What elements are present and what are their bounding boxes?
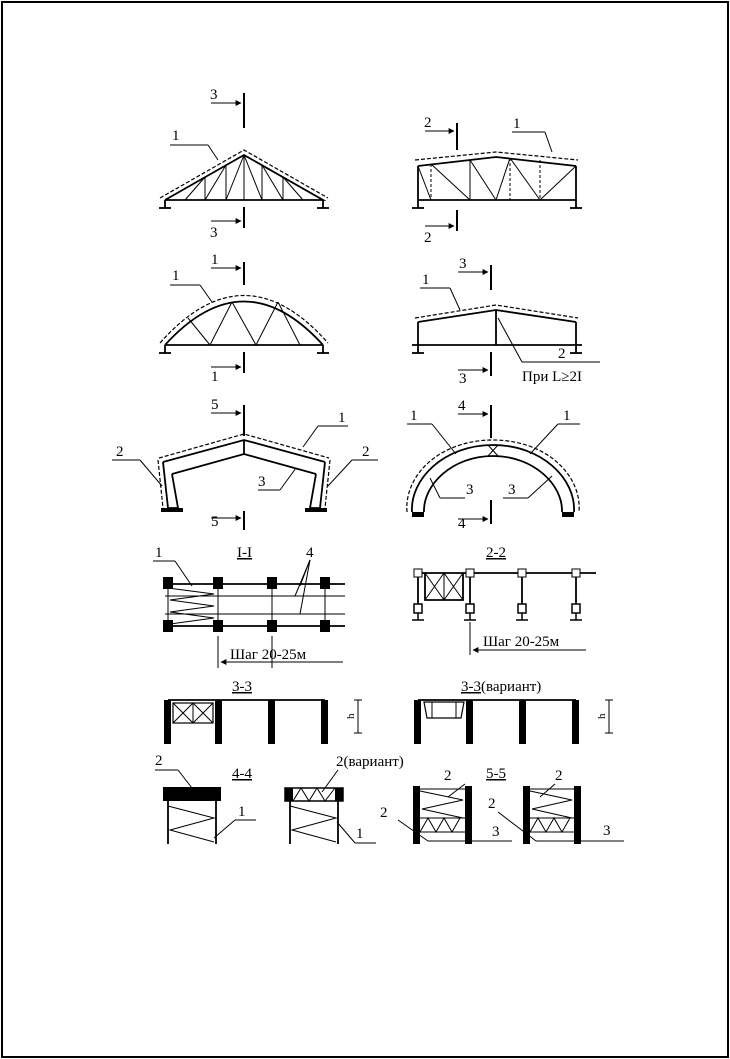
section-5-5-right-callout-3: 3 <box>603 823 611 839</box>
section-1-1-title: I-I <box>237 545 252 561</box>
section-2-2-step-label: Шаг 20-25м <box>483 634 560 650</box>
section-5-5-title: 5-5 <box>486 766 506 782</box>
fig6-section-bottom-label: 4 <box>458 516 466 532</box>
fig4-callout-2: 2 <box>558 346 566 362</box>
arch-frame: 4 4 1 1 3 3 <box>406 398 580 532</box>
section-5-5-left: 5-5 2 2 3 <box>380 766 512 844</box>
fig3-section-bottom-label: 1 <box>211 369 219 385</box>
gable-frame: 3 3 1 2 При L≥2I <box>412 256 600 387</box>
fig5-callout-3: 3 <box>258 474 266 490</box>
portal-frame: 5 5 1 2 2 3 <box>112 397 378 530</box>
section-5-5-left-callout-2-top: 2 <box>444 768 452 784</box>
fig6-callout-3-right: 3 <box>508 482 516 498</box>
fig6-callout-1-left: 1 <box>410 408 418 424</box>
section-1-1-step-label: Шаг 20-25м <box>230 647 307 663</box>
fig2-section-bottom-label: 2 <box>424 230 432 246</box>
fig3-section-top-label: 1 <box>211 252 219 268</box>
section-3-3-variant-title: 3-3(вариант) <box>461 679 541 695</box>
fig6-callout-3-left: 3 <box>466 482 474 498</box>
fig5-callout-1: 1 <box>338 410 346 426</box>
section-4-4: 4-4 2 1 <box>155 753 256 844</box>
fig3-callout-1: 1 <box>172 268 180 284</box>
section-4-4-callout-2: 2 <box>155 753 163 769</box>
section-1-1-plan: I-I 1 4 Шаг 20-25м <box>153 545 345 668</box>
section-4-4-title: 4-4 <box>232 766 252 782</box>
section-3-3-height-label: h <box>345 713 357 719</box>
section-5-5-right-callout-2-top: 2 <box>555 768 563 784</box>
section-1-1-callout-4: 4 <box>306 545 314 561</box>
fig2-callout-1: 1 <box>513 116 521 132</box>
section-5-5-right: 2 2 3 <box>488 768 624 844</box>
fig5-section-bottom-label: 5 <box>211 514 219 530</box>
fig4-condition-note: При L≥2I <box>522 369 582 385</box>
fig6-callout-1-right: 1 <box>563 408 571 424</box>
section-4-4-variant-callout: 2(вариант) <box>336 754 404 770</box>
section-2-2: 2-2 Шаг 20-25м <box>412 545 596 655</box>
section-5-5-right-callout-2: 2 <box>488 796 496 812</box>
section-4-4-variant: 2(вариант) 1 <box>284 754 404 844</box>
fig4-section-top-label: 3 <box>459 256 467 272</box>
fig6-section-top-label: 4 <box>458 398 466 414</box>
section-1-1-callout-1: 1 <box>155 545 163 561</box>
section-5-5-left-callout-2: 2 <box>380 805 388 821</box>
section-3-3-title: 3-3 <box>232 679 252 695</box>
fig2-section-top-label: 2 <box>424 115 432 131</box>
truss-trapezoidal: 2 2 1 <box>412 115 582 246</box>
section-4-4-variant-callout-1: 1 <box>356 826 364 842</box>
section-4-4-callout-1: 1 <box>238 804 246 820</box>
section-3-3: 3-3 h <box>164 679 362 744</box>
fig1-section-bottom-label: 3 <box>210 225 218 241</box>
fig4-callout-1: 1 <box>422 272 430 288</box>
fig5-callout-2-right: 2 <box>362 444 370 460</box>
fig5-section-top-label: 5 <box>211 397 219 413</box>
truss-triangular: 3 3 1 <box>159 87 329 241</box>
section-2-2-title: 2-2 <box>486 545 506 561</box>
truss-arched: 1 1 1 <box>159 252 329 385</box>
fig4-section-bottom-label: 3 <box>459 371 467 387</box>
fig1-section-top-label: 3 <box>210 87 218 103</box>
fig5-callout-2-left: 2 <box>116 444 124 460</box>
fig1-callout-1: 1 <box>172 128 180 144</box>
section-3-3-variant: 3-3(вариант) h <box>414 679 613 744</box>
section-5-5-left-callout-3: 3 <box>492 824 500 840</box>
section-3-3-variant-height-label: h <box>596 713 608 719</box>
